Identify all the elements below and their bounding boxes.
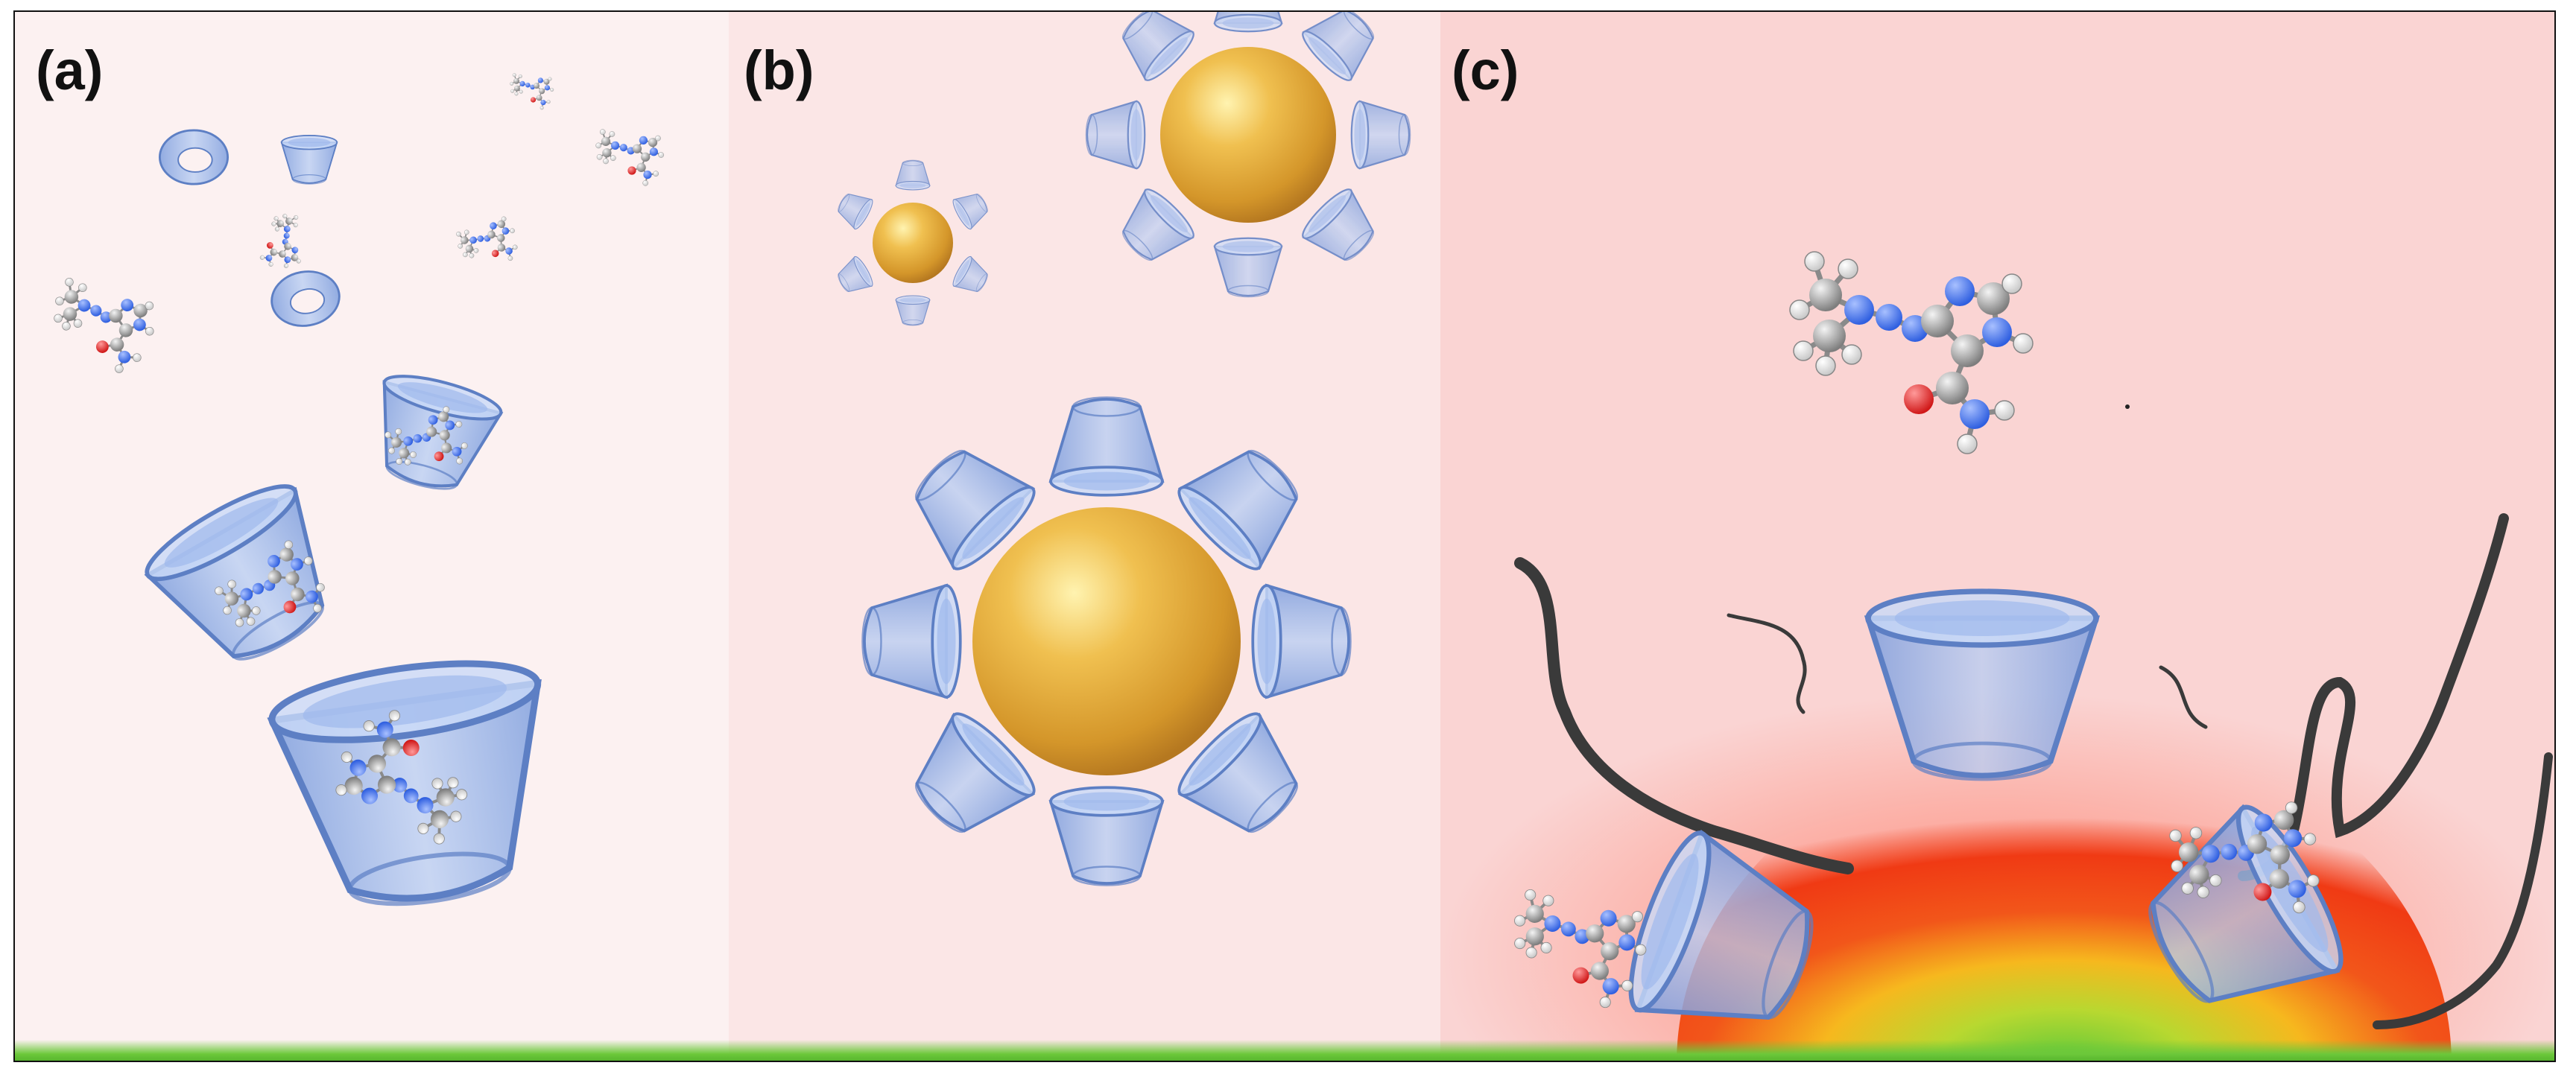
panel-a-label: (a) bbox=[36, 39, 104, 101]
gold-nanoparticle-medium bbox=[1085, 12, 1411, 298]
cyclodextrin-cone-icon bbox=[158, 129, 230, 185]
gold-nanoparticle-large bbox=[861, 396, 1352, 887]
panel-b-scene bbox=[832, 12, 1411, 887]
panel-a-background bbox=[15, 12, 729, 1061]
ground-strip bbox=[15, 1040, 2554, 1061]
panel-c-label: (c) bbox=[1452, 39, 1519, 101]
panel-c-scene bbox=[1440, 252, 2554, 1061]
gold-nanoparticle-small bbox=[832, 159, 994, 326]
panel-b-label: (b) bbox=[744, 39, 814, 101]
polymer-strand-icon bbox=[1514, 513, 2553, 1029]
figure: (a) (b) (c) bbox=[13, 10, 2556, 1062]
